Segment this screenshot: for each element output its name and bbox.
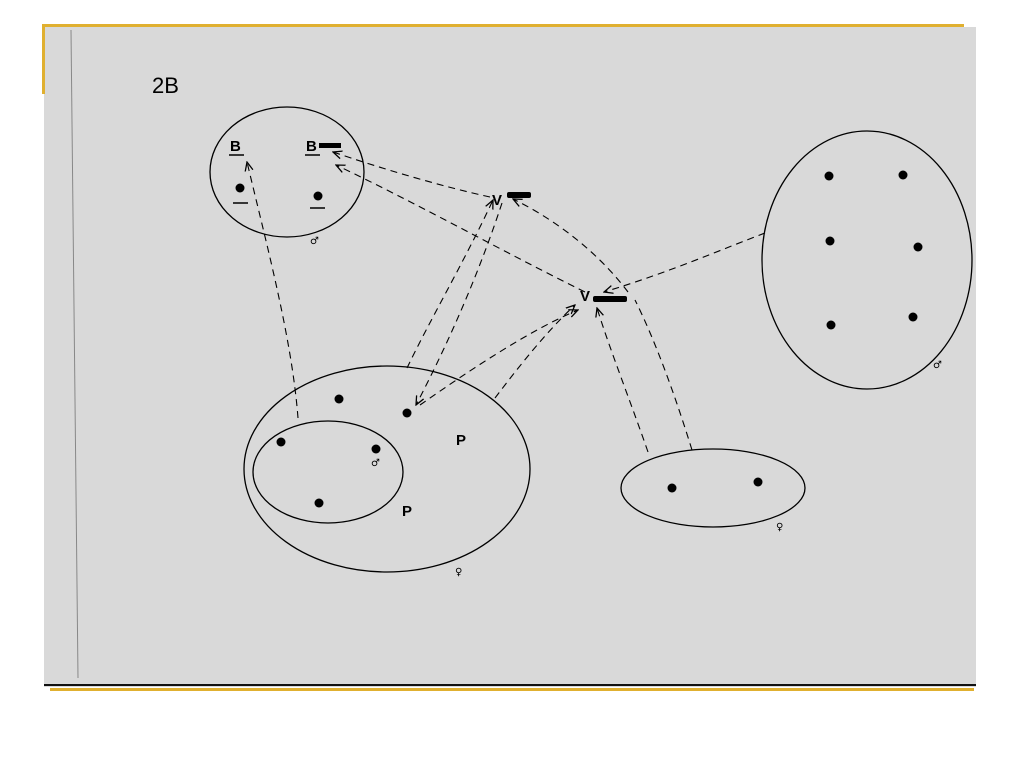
- p-outer-label: P: [456, 432, 466, 449]
- bottom-right-dot-1: [667, 483, 677, 493]
- female-symbol-outer: ♀: [455, 567, 462, 578]
- v-middle-bar: [593, 296, 627, 302]
- p-inner-ellipse: [252, 420, 404, 524]
- p-inner-dot-1: [276, 437, 286, 447]
- top-left-accent-rule: [42, 24, 45, 94]
- p-outer-ellipse: [243, 365, 531, 573]
- p-inner-dot-3: [314, 498, 324, 508]
- bottom-accent-rule: [50, 688, 974, 691]
- figure-title: 2B: [152, 73, 179, 98]
- p-outer-dot-1: [334, 394, 344, 404]
- right-dot-2: [898, 170, 908, 180]
- b-right-bar: [319, 143, 341, 148]
- b-set-dot-1: [235, 183, 245, 193]
- arrow-bottom-right-second: [634, 299, 693, 451]
- male-symbol-right: ♂: [933, 360, 942, 371]
- v-top-bar: [507, 192, 531, 198]
- arrow-p-dot-to-v-middle: [419, 310, 578, 406]
- right-dot-5: [826, 320, 836, 330]
- v-top-label: V: [492, 192, 502, 209]
- arrow-v-middle-to-v-top: [513, 199, 629, 293]
- bottom-dark-rule: [44, 684, 976, 686]
- b-left-label: B: [230, 138, 241, 155]
- p-outer-dot-2: [402, 408, 412, 418]
- p-inner-dot-2: [371, 444, 381, 454]
- right-dot-6: [908, 312, 918, 322]
- bottom-right-ellipse: [620, 448, 806, 528]
- p-inner-label: P: [402, 503, 412, 520]
- arrow-v-top-to-b-right: [333, 152, 491, 198]
- arrow-right-to-v-middle: [604, 232, 766, 292]
- bottom-right-dot-2: [753, 477, 763, 487]
- female-symbol-bottom-right: ♀: [776, 522, 783, 533]
- b-right-label: B: [306, 138, 317, 155]
- right-dot-3: [825, 236, 835, 246]
- b-set-circle: [209, 106, 365, 238]
- right-population-ellipse: [761, 130, 973, 390]
- b-set-dot-2: [313, 191, 323, 201]
- figure-panel: [44, 27, 976, 687]
- arrow-p-edge-to-v-middle: [494, 305, 575, 399]
- arrow-v-top-to-p-dot: [416, 202, 503, 405]
- top-accent-rule: [44, 24, 964, 27]
- v-middle-label: V: [580, 288, 590, 305]
- right-dot-4: [913, 242, 923, 252]
- arrow-bottom-right-to-v-middle: [597, 308, 649, 453]
- male-symbol-inner: ♂: [371, 458, 380, 469]
- arrow-p-to-v-top: [406, 200, 493, 369]
- arrow-group: [247, 152, 766, 453]
- male-symbol-top-left: ♂: [310, 236, 319, 247]
- arrow-inner-to-b-left: [247, 162, 299, 419]
- scan-line: [70, 29, 79, 679]
- arrow-v-middle-to-b-right: [336, 165, 586, 293]
- right-dot-1: [824, 171, 834, 181]
